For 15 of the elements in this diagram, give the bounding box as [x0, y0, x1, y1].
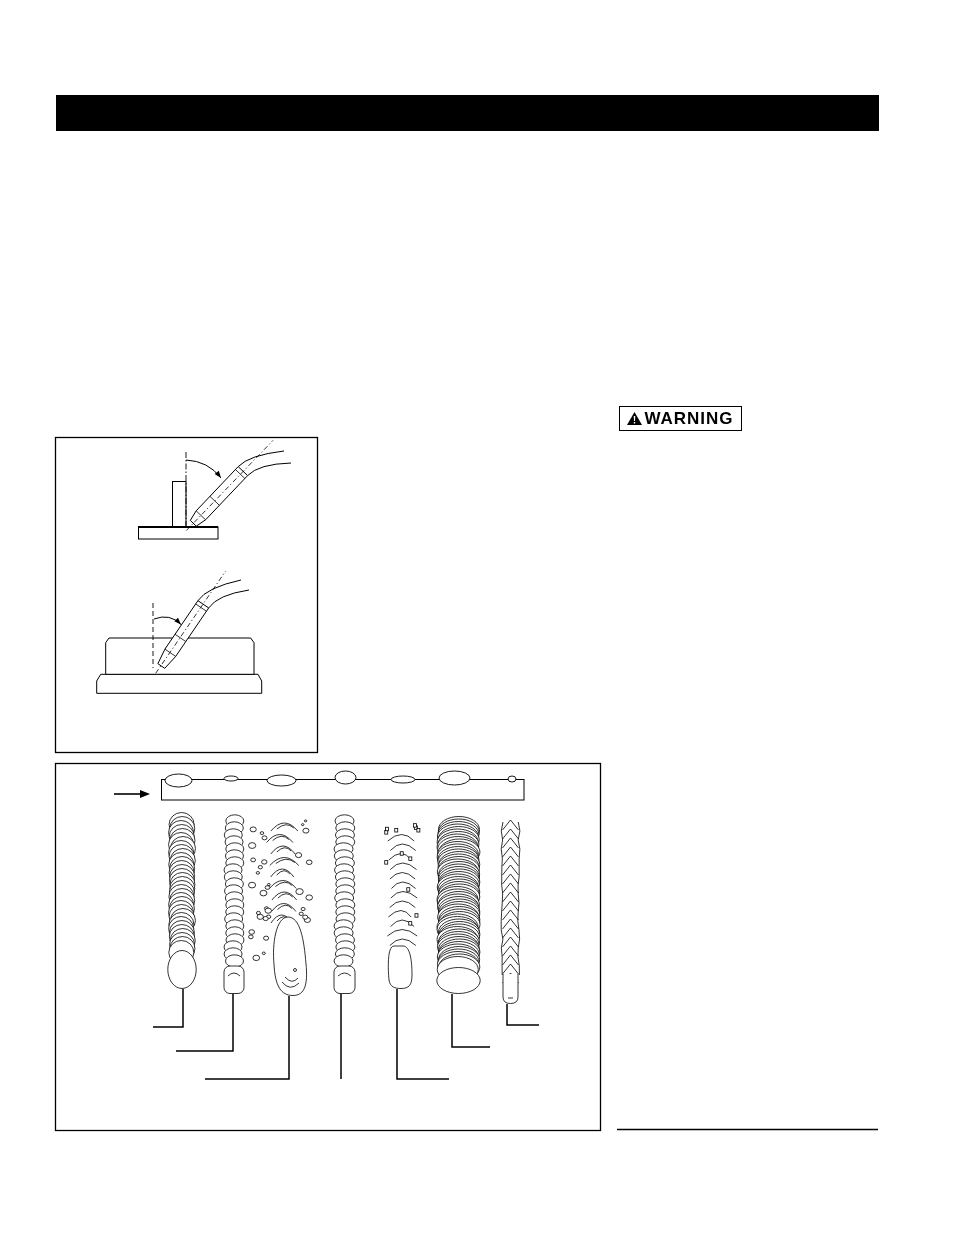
leader-line: [175, 993, 234, 1052]
leader-line: [152, 988, 184, 1028]
leader-line: [451, 993, 491, 1048]
leader-line: [506, 1003, 540, 1026]
weld-bead-drawing: [436, 816, 481, 994]
warning-label: WARNING: [644, 410, 734, 427]
weld-bead-drawing: [167, 812, 197, 989]
leader-line: [340, 993, 342, 1080]
leader-line: [396, 988, 450, 1080]
weld-bead-drawing: [333, 814, 356, 994]
weld-bead-drawing: [383, 820, 421, 989]
weld-bead-drawing: [500, 818, 521, 1004]
warning-sign: [619, 406, 742, 431]
weld-bead-drawing: [223, 814, 245, 994]
leader-line: [204, 995, 290, 1080]
